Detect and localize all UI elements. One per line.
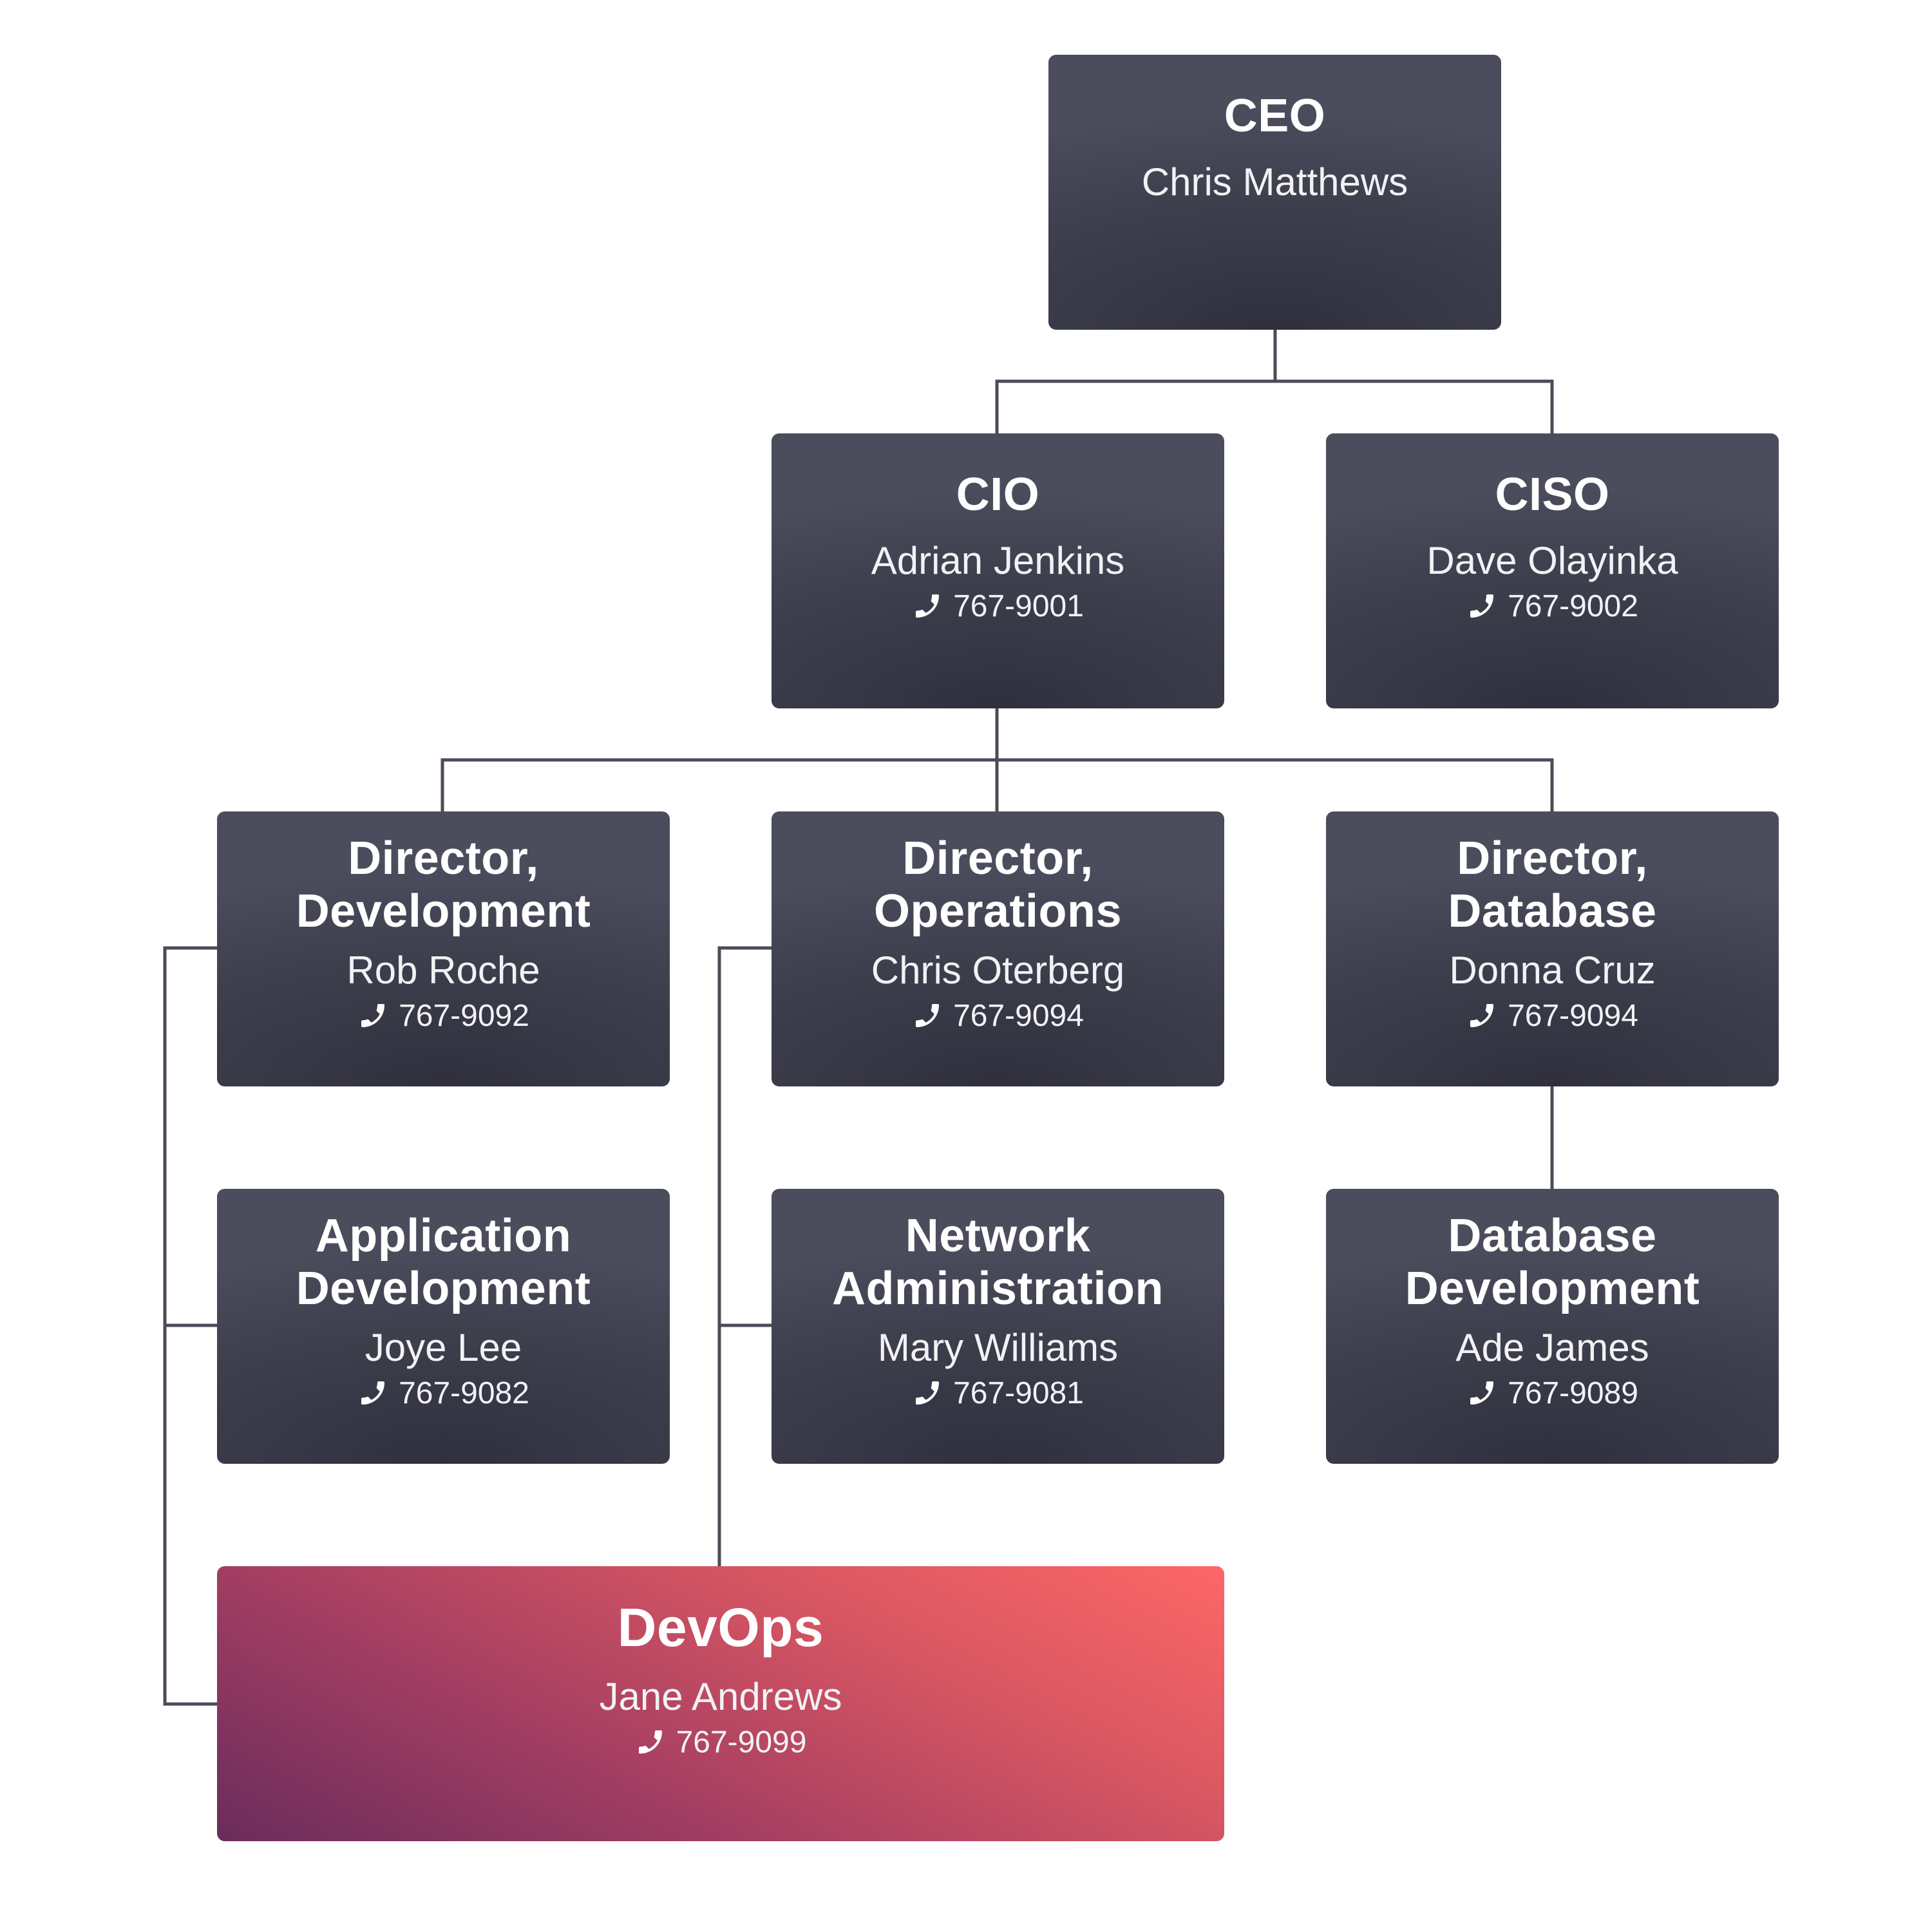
node-name: Ade James — [1455, 1326, 1649, 1369]
application-development-box: Application Development Joye Lee 767-908… — [217, 1189, 670, 1464]
node-phone: 767-9092 — [217, 997, 670, 1036]
node-title-line1: Network — [905, 1210, 1091, 1262]
cio-box: CIO Adrian Jenkins 767-9001 — [772, 433, 1224, 708]
database-development-box: Database Development Ade James 767-9089 — [1326, 1189, 1779, 1464]
node-title: DevOps — [617, 1597, 824, 1658]
phone-number: 767-9089 — [1508, 1376, 1638, 1410]
director-database-box: Director, Database Donna Cruz 767-9094 — [1326, 811, 1779, 1086]
node-name: Rob Roche — [346, 949, 540, 992]
node-name: Chris Matthews — [1141, 160, 1408, 204]
node-name: Mary Williams — [877, 1326, 1119, 1369]
ciso-box: CISO Dave Olayinka 767-9002 — [1326, 433, 1779, 708]
node-name: Joye Lee — [365, 1326, 522, 1369]
node-title-line2: Development — [296, 1263, 591, 1314]
phone-icon — [357, 1378, 388, 1408]
node-title-line1: Director, — [902, 833, 1094, 884]
director-development-box: Director, Development Rob Roche 767-9092 — [217, 811, 670, 1086]
node-phone: 767-9099 — [217, 1723, 1224, 1762]
node-name: Chris Oterberg — [871, 949, 1125, 992]
node-phone: 767-9081 — [772, 1374, 1224, 1413]
phone-number: 767-9001 — [953, 589, 1084, 623]
ceo-box: CEO Chris Matthews — [1048, 55, 1501, 330]
node-phone: 767-9089 — [1326, 1374, 1779, 1413]
phone-icon — [912, 591, 943, 621]
node-title: CIO — [956, 469, 1040, 520]
phone-number: 767-9094 — [953, 999, 1084, 1033]
phone-number: 767-9099 — [676, 1725, 807, 1759]
phone-icon — [1466, 591, 1497, 621]
node-title-line1: Database — [1448, 1210, 1657, 1262]
node-phone: 767-9094 — [1326, 997, 1779, 1036]
phone-number: 767-9002 — [1508, 589, 1638, 623]
node-title-line2: Development — [1405, 1263, 1700, 1314]
phone-icon — [635, 1727, 666, 1757]
node-name: Jane Andrews — [599, 1675, 842, 1718]
node-name: Donna Cruz — [1449, 949, 1656, 992]
devops-box: DevOps Jane Andrews 767-9099 — [217, 1566, 1224, 1841]
node-title-line1: Application — [315, 1210, 572, 1262]
phone-icon — [357, 1000, 388, 1031]
node-name: Adrian Jenkins — [871, 539, 1125, 582]
phone-number: 767-9081 — [953, 1376, 1084, 1410]
phone-number: 767-9082 — [399, 1376, 529, 1410]
director-operations-box: Director, Operations Chris Oterberg 767-… — [772, 811, 1224, 1086]
node-phone: 767-9002 — [1326, 587, 1779, 626]
node-title-line2: Administration — [831, 1263, 1164, 1314]
phone-icon — [912, 1000, 943, 1031]
phone-icon — [1466, 1000, 1497, 1031]
node-title-line2: Database — [1448, 886, 1657, 937]
node-title-line2: Operations — [873, 886, 1122, 937]
phone-number: 767-9092 — [399, 999, 529, 1033]
network-administration-box: Network Administration Mary Williams 767… — [772, 1189, 1224, 1464]
node-phone: 767-9001 — [772, 587, 1224, 626]
node-title: CEO — [1224, 90, 1326, 142]
phone-icon — [912, 1378, 943, 1408]
node-phone: 767-9094 — [772, 997, 1224, 1036]
node-name: Dave Olayinka — [1426, 539, 1678, 582]
node-title-line1: Director, — [1457, 833, 1648, 884]
phone-number: 767-9094 — [1508, 999, 1638, 1033]
node-phone: 767-9082 — [217, 1374, 670, 1413]
phone-icon — [1466, 1378, 1497, 1408]
node-title-line2: Development — [296, 886, 591, 937]
node-title-line1: Director, — [348, 833, 539, 884]
node-title: CISO — [1495, 469, 1610, 520]
